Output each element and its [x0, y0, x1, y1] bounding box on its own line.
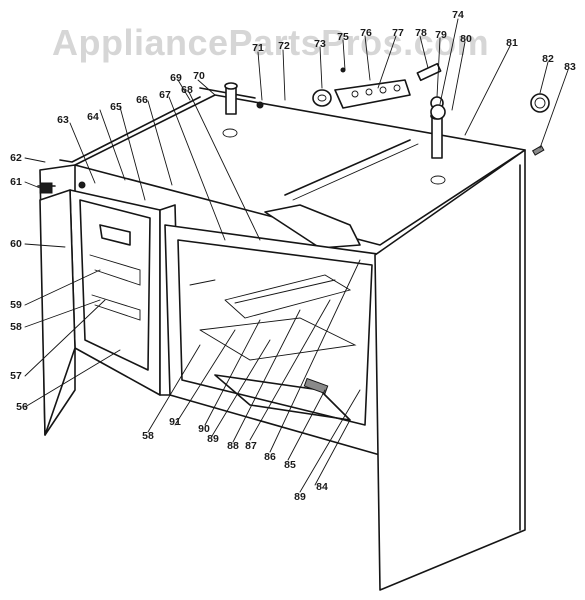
burner-post	[225, 85, 237, 115]
callout-84: 84	[316, 480, 328, 493]
burner-cap-ring	[530, 93, 550, 113]
callout-85: 85	[284, 458, 296, 471]
left-side-panel	[39, 189, 76, 436]
callout-66: 66	[136, 93, 148, 106]
pilot-fitting	[430, 104, 446, 120]
callout-70: 70	[193, 69, 205, 82]
center-divider-panel	[264, 204, 361, 249]
callout-74: 74	[452, 8, 464, 21]
callout-57: 57	[10, 369, 22, 382]
callout-64: 64	[87, 110, 99, 123]
hinge-clip	[39, 182, 53, 194]
small-nut	[340, 67, 346, 73]
top-seam	[284, 139, 411, 196]
burner-post	[431, 115, 443, 159]
callout-76: 76	[360, 26, 372, 39]
callout-58-right: 58	[142, 429, 154, 442]
screw	[78, 181, 86, 189]
watermark: AppliancePartsPros.com	[52, 22, 490, 63]
callout-69: 69	[170, 71, 182, 84]
callout-73: 73	[314, 37, 326, 50]
leader-lines	[24, 18, 569, 493]
callout-82: 82	[542, 52, 554, 65]
clip	[531, 145, 545, 156]
left-broiler-pan	[99, 224, 131, 246]
igniter-bracket	[416, 62, 442, 82]
callout-61: 61	[10, 175, 22, 188]
callout-77: 77	[392, 26, 404, 39]
right-oven-rack-supports	[189, 279, 216, 286]
callout-89: 89	[207, 432, 219, 445]
right-rack-2	[199, 317, 357, 361]
callout-58-left: 58	[10, 320, 22, 333]
callout-62: 62	[10, 151, 22, 164]
callout-67: 67	[159, 88, 171, 101]
burner-post-top	[224, 82, 238, 90]
callout-71: 71	[252, 41, 264, 54]
latch	[303, 377, 329, 395]
burner-hole	[430, 175, 446, 185]
callout-86: 86	[264, 450, 276, 463]
top-seam-2	[292, 143, 419, 201]
callout-59: 59	[10, 298, 22, 311]
callout-60: 60	[10, 237, 22, 250]
callout-87: 87	[245, 439, 257, 452]
burner-valve	[312, 89, 332, 107]
control-manifold	[334, 79, 411, 109]
right-rack	[224, 274, 352, 319]
left-rack-upper	[89, 254, 141, 286]
left-oven-cavity	[79, 199, 151, 371]
callout-75: 75	[337, 30, 349, 43]
burner-hole	[222, 128, 238, 138]
callout-90: 90	[198, 422, 210, 435]
callout-78: 78	[415, 26, 427, 39]
right-side-panel	[374, 149, 526, 591]
right-oven-cavity	[177, 239, 373, 426]
callout-65: 65	[110, 100, 122, 113]
left-rack-lower	[91, 294, 141, 321]
callout-80: 80	[460, 32, 472, 45]
callout-72: 72	[278, 39, 290, 52]
callout-89-lower: 89	[294, 490, 306, 503]
callout-68: 68	[181, 83, 193, 96]
callout-83: 83	[564, 60, 576, 73]
left-top-rail	[59, 96, 201, 163]
screw	[256, 101, 264, 109]
right-rack-wires	[234, 279, 336, 304]
callout-81: 81	[506, 36, 518, 49]
callout-63: 63	[57, 113, 69, 126]
callout-56: 56	[16, 400, 28, 413]
callout-79: 79	[435, 28, 447, 41]
burner-cap-ring-inner	[534, 97, 546, 109]
callout-88: 88	[227, 439, 239, 452]
callout-91: 91	[169, 415, 181, 428]
